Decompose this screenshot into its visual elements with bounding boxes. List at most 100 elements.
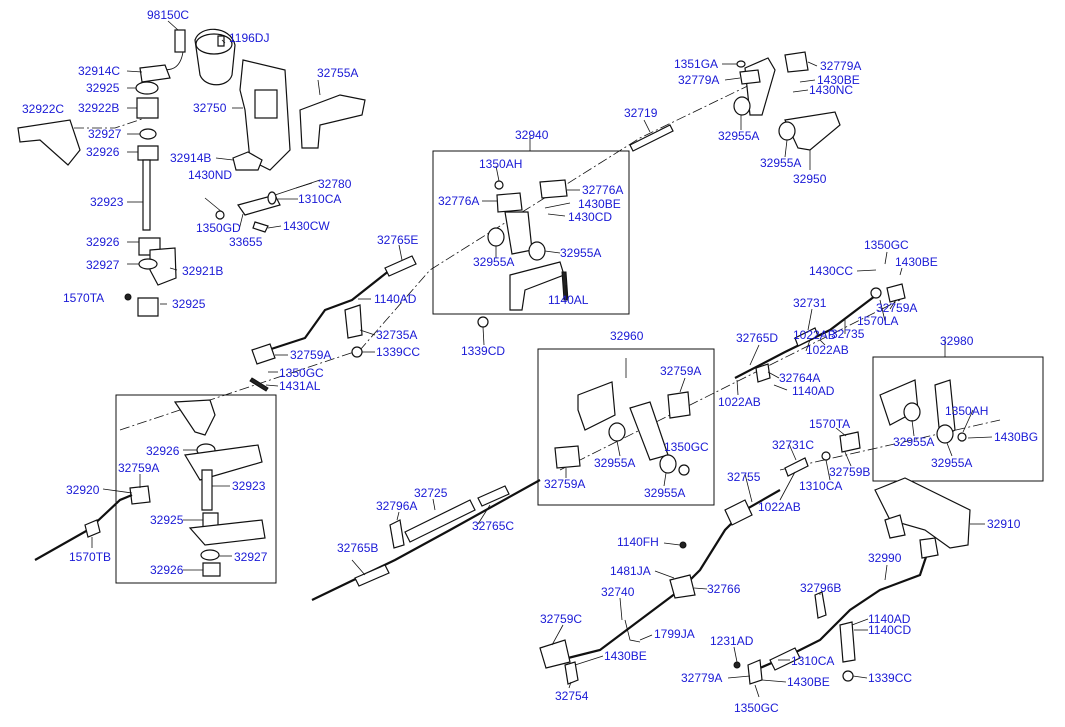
axis-line-32980 bbox=[779, 419, 1001, 471]
bushing-32925-top bbox=[135, 81, 159, 95]
label-32923: 32923 bbox=[232, 479, 266, 493]
sleeve-32765C bbox=[477, 485, 510, 507]
label-32925: 32925 bbox=[150, 513, 184, 527]
clip-32796B bbox=[814, 591, 827, 619]
group-box-32980 bbox=[872, 356, 1044, 482]
label-1310CA: 1310CA bbox=[799, 479, 842, 493]
spring-1431AL bbox=[249, 377, 269, 392]
label-1350AH: 1350AH bbox=[479, 157, 522, 171]
label-1339CD: 1339CD bbox=[461, 344, 505, 358]
rod-32731 bbox=[794, 327, 819, 347]
label-1022AB: 1022AB bbox=[718, 395, 761, 409]
label-1430NC: 1430NC bbox=[809, 83, 853, 97]
label-1430CW: 1430CW bbox=[283, 219, 330, 233]
washer-32927-mid bbox=[138, 258, 158, 270]
bolt-1231AD bbox=[733, 661, 741, 669]
label-1350GC: 1350GC bbox=[864, 238, 909, 252]
pin-1799JA bbox=[624, 619, 641, 643]
label-1350GD: 1350GD bbox=[196, 221, 241, 235]
bushing-32926-top bbox=[137, 145, 159, 161]
screw-1570TA bbox=[124, 293, 132, 301]
label-32759C: 32759C bbox=[540, 612, 582, 626]
boot-32990 bbox=[919, 537, 939, 559]
label-32914C: 32914C bbox=[78, 64, 120, 78]
label-1140FH: 1140FH bbox=[617, 535, 659, 549]
plate-window bbox=[254, 89, 278, 119]
washer-1351GA bbox=[736, 60, 746, 68]
lever-32950-lower bbox=[784, 111, 841, 151]
label-1140AD: 1140AD bbox=[792, 384, 835, 398]
label-1140CD: 1140CD bbox=[868, 623, 911, 637]
washer-1350AH-b bbox=[957, 432, 967, 442]
label-32955A: 32955A bbox=[760, 156, 801, 170]
label-32759A: 32759A bbox=[118, 461, 159, 475]
label-1570TA: 1570TA bbox=[809, 417, 850, 431]
bracket-1140AD-c bbox=[839, 621, 856, 663]
label-1430CD: 1430CD bbox=[568, 210, 612, 224]
axis-line-main bbox=[119, 79, 761, 431]
clip-1310CA bbox=[267, 191, 277, 205]
label-32765D: 32765D bbox=[736, 331, 778, 345]
label-1570LA: 1570LA bbox=[857, 314, 898, 328]
pin-1430ND bbox=[204, 197, 223, 213]
end-1570TB bbox=[84, 519, 101, 538]
group-box-32960 bbox=[537, 348, 715, 506]
bush-32955A-c bbox=[733, 96, 751, 116]
boot-1570LA bbox=[870, 287, 882, 299]
label-32914B: 32914B bbox=[170, 151, 211, 165]
label-32759A: 32759A bbox=[290, 348, 331, 362]
label-32759B: 32759B bbox=[829, 465, 870, 479]
washer-1350GC-c bbox=[678, 464, 690, 476]
label-1481JA: 1481JA bbox=[610, 564, 651, 578]
clip-32766 bbox=[669, 574, 696, 599]
label-1350AH: 1350AH bbox=[945, 404, 988, 418]
bush-32955A-g bbox=[903, 402, 921, 422]
bracket-32920-bottom bbox=[188, 519, 266, 546]
bush-32955A-right bbox=[528, 241, 546, 261]
sleeve-32990 bbox=[769, 647, 801, 671]
label-32735A: 32735A bbox=[376, 328, 417, 342]
label-32796A: 32796A bbox=[376, 499, 417, 513]
label-32765C: 32765C bbox=[472, 519, 514, 533]
label-1310CA: 1310CA bbox=[298, 192, 341, 206]
label-32955A: 32955A bbox=[473, 255, 514, 269]
label-33655: 33655 bbox=[229, 235, 263, 249]
label-1430BE: 1430BE bbox=[578, 197, 621, 211]
label-1196DJ: 1196DJ bbox=[229, 31, 269, 45]
label-32922C: 32922C bbox=[22, 102, 64, 116]
label-1350GC: 1350GC bbox=[664, 440, 709, 454]
bush-32955A-d bbox=[778, 121, 796, 141]
label-32725: 32725 bbox=[414, 486, 448, 500]
clip-32779A-c bbox=[747, 659, 763, 685]
bracket-32914C bbox=[139, 64, 171, 83]
clip-32776A-right bbox=[539, 179, 568, 199]
rod-32923 bbox=[142, 159, 151, 231]
rod-32923-lower bbox=[201, 469, 213, 511]
label-1570TB: 1570TB bbox=[69, 550, 111, 564]
label-1231AD: 1231AD bbox=[710, 634, 754, 648]
bracket-32922C bbox=[17, 119, 81, 166]
clip-32764A bbox=[755, 363, 771, 383]
part-labels: 98150C 1196DJ 32914C 32755A 32925 32922C… bbox=[22, 8, 1038, 715]
bracket-32755A bbox=[299, 94, 366, 149]
pin-1430CW bbox=[252, 221, 269, 233]
label-32926: 32926 bbox=[150, 563, 184, 577]
clip-32759A-right bbox=[886, 283, 906, 303]
clip-32779A-a bbox=[739, 69, 761, 85]
spring-32725 bbox=[404, 499, 476, 543]
bush-32955A-f bbox=[659, 454, 677, 474]
label-1430CC: 1430CC bbox=[809, 264, 853, 278]
label-32923: 32923 bbox=[90, 195, 124, 209]
label-1431AL: 1431AL bbox=[279, 379, 321, 393]
lever-32960 bbox=[629, 401, 669, 461]
label-1339CC: 1339CC bbox=[868, 671, 912, 685]
end-32754 bbox=[564, 661, 579, 685]
label-1430ND: 1430ND bbox=[188, 168, 232, 182]
label-1310CA: 1310CA bbox=[791, 654, 834, 668]
label-1799JA: 1799JA bbox=[654, 627, 695, 641]
cable-end-32765E bbox=[384, 255, 417, 277]
clip-32759A-upper bbox=[251, 343, 276, 365]
bush-32955A-left bbox=[487, 227, 505, 247]
label-1022AB: 1022AB bbox=[806, 343, 849, 357]
rod-32719 bbox=[629, 124, 674, 152]
